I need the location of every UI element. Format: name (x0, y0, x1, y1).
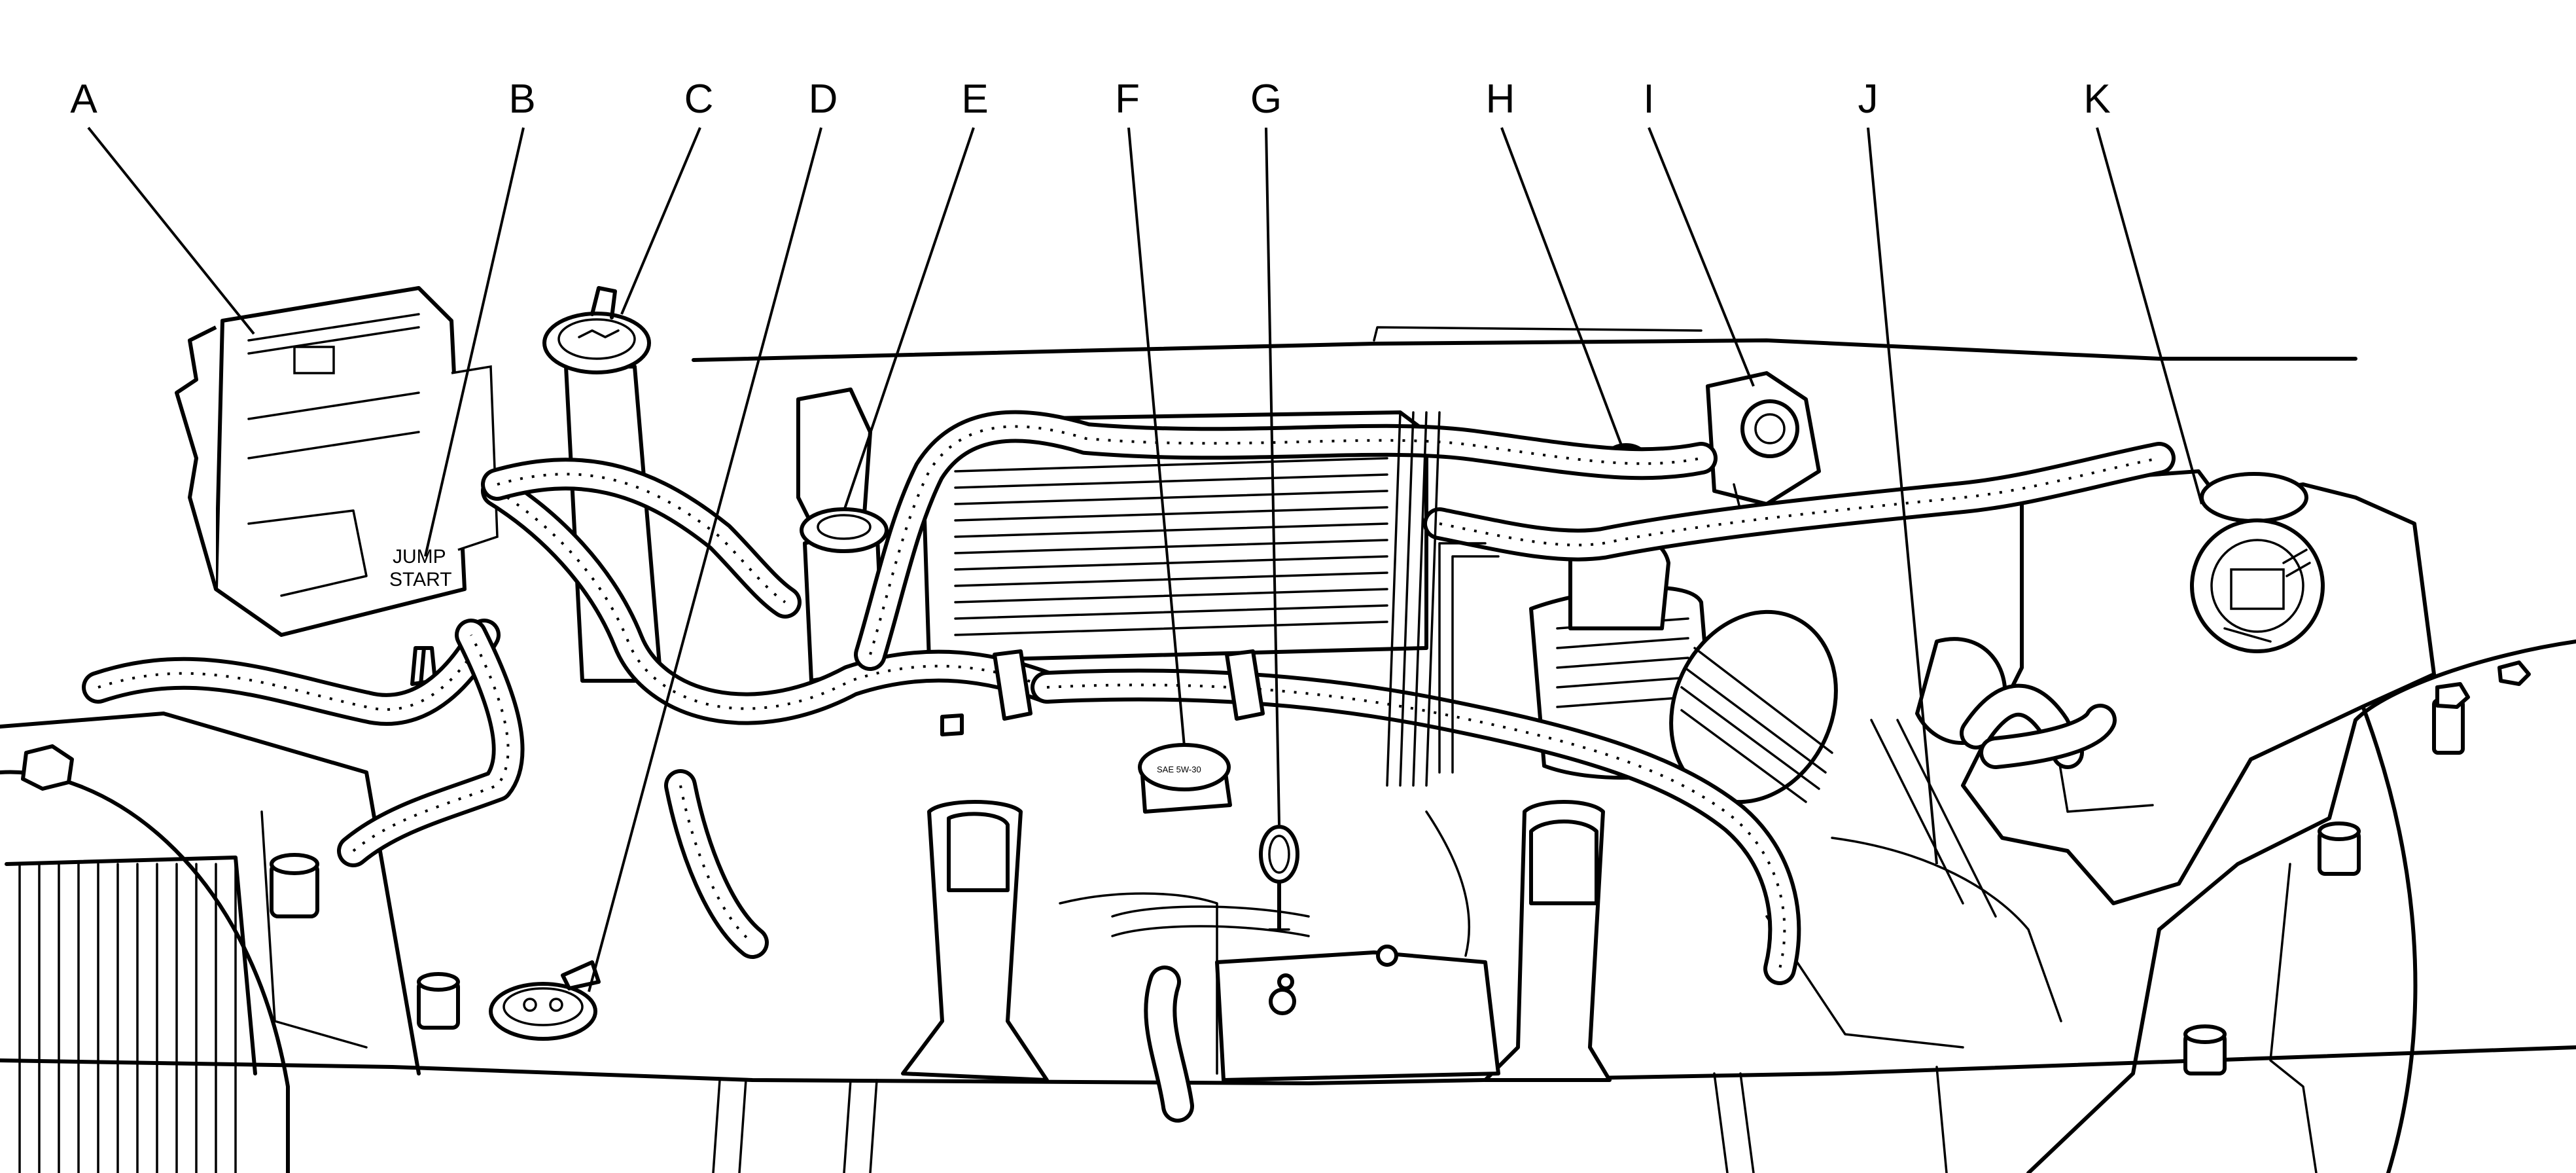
brake-fluid-reservoir (1706, 371, 1821, 518)
leader-c (620, 127, 701, 315)
power-steering-reservoir (800, 507, 889, 683)
wiring-harnesses (82, 410, 2176, 1123)
leader-b (424, 127, 525, 557)
callout-i: I (1643, 77, 1654, 122)
leader-i (1648, 127, 1755, 387)
leader-k (2096, 127, 2203, 505)
callout-labels: A B C D E F G H I J K (70, 77, 2110, 122)
callout-leaders (87, 126, 2203, 992)
leader-f (1127, 127, 1186, 747)
callout-d: D (809, 77, 838, 122)
radiator-grille (18, 863, 237, 1173)
engine-block (796, 388, 2062, 1082)
leader-d (588, 127, 822, 992)
leader-h (1500, 127, 1623, 446)
underhood-fuse-block: JUMP START (175, 286, 499, 709)
hose-clamps (940, 649, 1265, 736)
jump-start-label-line2: START (389, 569, 452, 590)
engine-bay-structure (0, 326, 2576, 1173)
jump-start-label-line1: JUMP (393, 546, 446, 568)
leader-a (87, 126, 255, 335)
leader-e (843, 127, 975, 511)
engine-oil-dipstick (1259, 825, 1299, 931)
engine-oil-fill-cap: SAE 5W-30 (1138, 743, 1232, 814)
fuel-and-vacuum-lines (1111, 411, 1500, 937)
leader-j (1867, 127, 1938, 865)
callout-k: K (2083, 77, 2110, 122)
engine-coolant-reservoir (1961, 469, 2436, 905)
callout-e: E (961, 77, 988, 122)
callout-h: H (1486, 77, 1515, 122)
callout-f: F (1115, 77, 1140, 122)
callout-j: J (1858, 77, 1879, 122)
oil-cap-text: SAE 5W-30 (1157, 765, 1201, 774)
callout-c: C (684, 77, 714, 122)
callout-g: G (1250, 77, 1282, 122)
callout-b: B (508, 77, 535, 122)
leader-g (1265, 127, 1280, 825)
callout-a: A (70, 77, 97, 122)
coolant-pressure-cap (489, 960, 601, 1041)
